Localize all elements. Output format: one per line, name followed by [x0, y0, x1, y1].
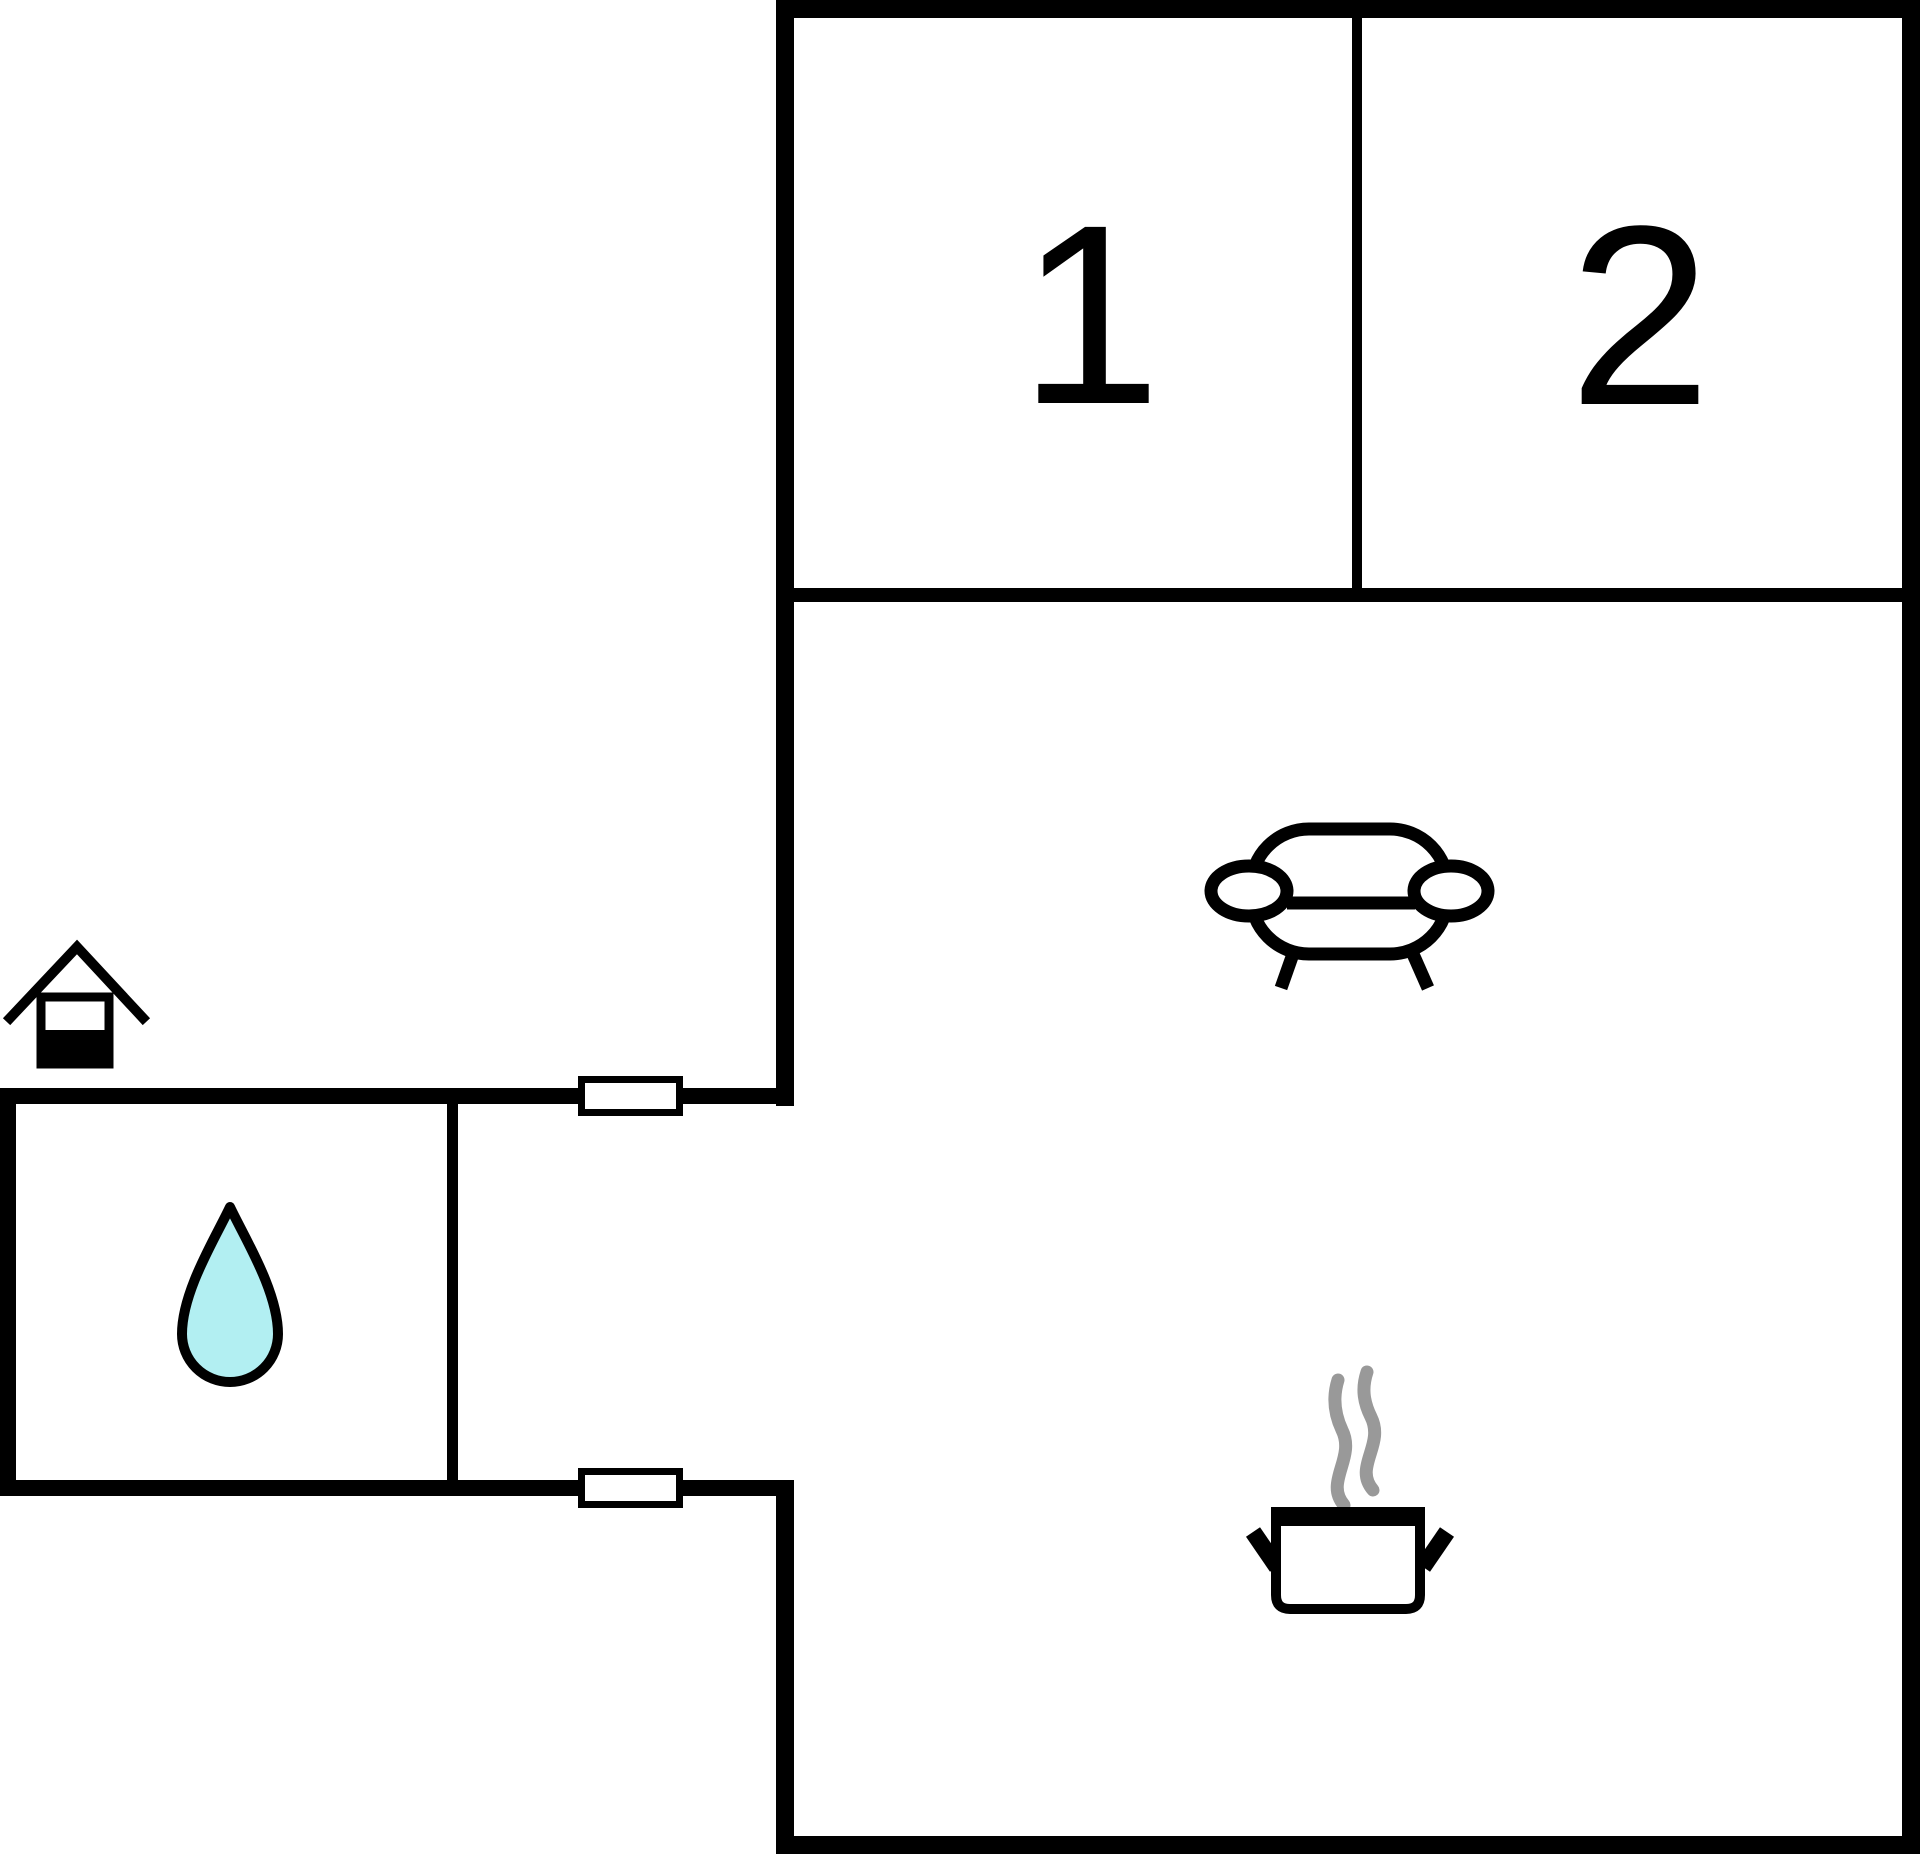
door-opening-north — [578, 1076, 683, 1116]
wall-main-bottom — [776, 1836, 1920, 1854]
well-roof — [2, 939, 151, 1026]
pot-handle-right — [1415, 1527, 1455, 1572]
wall-left-upper — [776, 0, 794, 1106]
well-playhouse-icon — [2, 939, 151, 1069]
pot-rim — [1272, 1509, 1424, 1526]
wall-top — [776, 0, 1920, 18]
wall-bedrooms-bottom — [794, 588, 1902, 602]
sofa-armrest-right — [1407, 859, 1495, 923]
pot-body — [1271, 1507, 1425, 1614]
cooking-pot-icon — [1245, 1365, 1455, 1614]
well-box-fill — [37, 1030, 113, 1068]
wall-left-lower — [776, 1480, 794, 1854]
wall-right — [1902, 0, 1920, 1854]
wall-annex-left — [0, 1088, 16, 1496]
room-label-bedroom2: 2 — [1568, 173, 1712, 459]
sofa-icon — [1204, 822, 1495, 991]
door-opening-south — [578, 1468, 683, 1508]
wall-bedroom-divider — [1352, 18, 1362, 588]
water-drop-icon — [177, 1202, 283, 1387]
sofa-leg-left — [1274, 951, 1300, 991]
wall-bathroom-divider — [447, 1104, 458, 1480]
steam-icon — [1328, 1373, 1353, 1512]
sofa-leg-right — [1407, 951, 1434, 991]
water-drop-shape — [177, 1202, 283, 1387]
room-label-bedroom1: 1 — [1018, 172, 1162, 458]
sofa-armrest-left — [1204, 859, 1294, 923]
steam-icon — [1357, 1365, 1382, 1497]
